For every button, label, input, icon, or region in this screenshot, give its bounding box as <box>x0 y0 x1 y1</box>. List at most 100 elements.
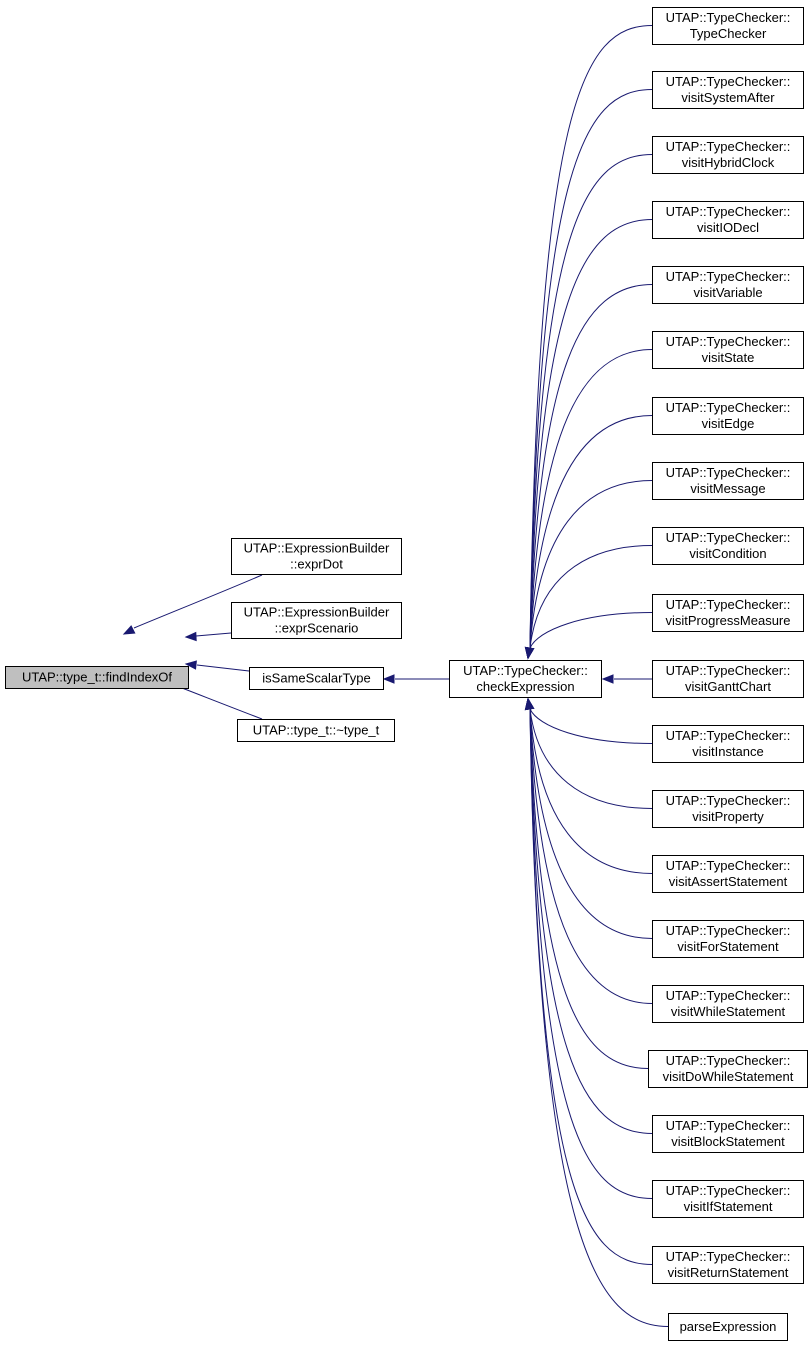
edge-visitHybridClock-to-checkExpression <box>529 154 653 649</box>
node-box <box>652 7 804 45</box>
node-box <box>449 660 602 698</box>
node-label: visitHybridClock <box>682 155 775 170</box>
edge-visitSystemAfter-to-checkExpression <box>529 89 653 649</box>
arrowhead-icon <box>382 674 395 684</box>
node-box <box>652 266 804 304</box>
node-visitState[interactable]: UTAP::TypeChecker::visitState <box>652 331 804 369</box>
arrowhead-icon <box>601 674 614 684</box>
edge-visitBlockStatement-to-checkExpression <box>529 708 653 1134</box>
node-label: isSameScalarType <box>262 671 370 686</box>
node-visitInstance[interactable]: UTAP::TypeChecker::visitInstance <box>652 725 804 763</box>
node-label: UTAP::TypeChecker:: <box>666 858 791 873</box>
edge-parseExpression-to-checkExpression <box>529 708 669 1327</box>
node-box <box>652 462 804 500</box>
node-label: visitSystemAfter <box>681 90 775 105</box>
node-box <box>231 602 402 639</box>
node-box <box>652 725 804 763</box>
node-visitDoWhileStatement[interactable]: UTAP::TypeChecker::visitDoWhileStatement <box>648 1050 808 1088</box>
edge-visitForStatement-to-checkExpression <box>529 708 653 939</box>
node-box <box>652 790 804 828</box>
node-visitEdge[interactable]: UTAP::TypeChecker::visitEdge <box>652 397 804 435</box>
node-label: visitAssertStatement <box>669 874 788 889</box>
node-box <box>5 666 189 689</box>
edge-visitState-to-checkExpression <box>529 349 653 649</box>
edge-visitDoWhileStatement-to-checkExpression <box>529 708 649 1069</box>
node-label: UTAP::ExpressionBuilder <box>244 605 390 620</box>
node-label: UTAP::TypeChecker:: <box>666 1249 791 1264</box>
node-label: visitReturnStatement <box>668 1265 789 1280</box>
node-visitBlockStatement[interactable]: UTAP::TypeChecker::visitBlockStatement <box>652 1115 804 1153</box>
node-exprScenario[interactable]: UTAP::ExpressionBuilder::exprScenario <box>231 602 402 639</box>
node-label: UTAP::TypeChecker:: <box>666 1183 791 1198</box>
node-box <box>231 538 402 575</box>
edge-visitEdge-to-checkExpression <box>529 415 653 649</box>
node-dtor[interactable]: UTAP::type_t::~type_t <box>237 719 395 742</box>
edge-exprDot-to-findIndexOf <box>133 574 263 629</box>
node-box <box>652 1115 804 1153</box>
node-box <box>652 1246 804 1284</box>
node-label: UTAP::type_t::~type_t <box>253 723 380 738</box>
node-label: visitEdge <box>702 416 755 431</box>
node-label: visitVariable <box>693 285 762 300</box>
node-visitWhileStatement[interactable]: UTAP::TypeChecker::visitWhileStatement <box>652 985 804 1023</box>
arrowhead-icon <box>524 697 535 711</box>
node-exprDot[interactable]: UTAP::ExpressionBuilder::exprDot <box>231 538 402 575</box>
edge-visitProperty-to-checkExpression <box>529 708 653 809</box>
node-box <box>652 331 804 369</box>
edge-visitInstance-to-checkExpression <box>529 708 653 744</box>
node-visitHybridClock[interactable]: UTAP::TypeChecker::visitHybridClock <box>652 136 804 174</box>
node-label: visitProgressMeasure <box>666 613 791 628</box>
node-label: visitBlockStatement <box>671 1134 785 1149</box>
node-box <box>652 1180 804 1218</box>
node-findIndexOf[interactable]: UTAP::type_t::findIndexOf <box>5 666 189 689</box>
node-visitSystemAfter[interactable]: UTAP::TypeChecker::visitSystemAfter <box>652 71 804 109</box>
node-parseExpression[interactable]: parseExpression <box>668 1313 788 1341</box>
node-visitProgressMeasure[interactable]: UTAP::TypeChecker::visitProgressMeasure <box>652 594 804 632</box>
arrowhead-icon <box>122 625 136 635</box>
node-checkExpression[interactable]: UTAP::TypeChecker::checkExpression <box>449 660 602 698</box>
node-visitMessage[interactable]: UTAP::TypeChecker::visitMessage <box>652 462 804 500</box>
node-label: UTAP::TypeChecker:: <box>666 988 791 1003</box>
node-box <box>652 985 804 1023</box>
node-label: visitForStatement <box>677 939 779 954</box>
node-visitIfStatement[interactable]: UTAP::TypeChecker::visitIfStatement <box>652 1180 804 1218</box>
node-label: UTAP::TypeChecker:: <box>666 530 791 545</box>
node-label: UTAP::TypeChecker:: <box>666 597 791 612</box>
node-label: UTAP::TypeChecker:: <box>666 10 791 25</box>
node-visitForStatement[interactable]: UTAP::TypeChecker::visitForStatement <box>652 920 804 958</box>
node-label: UTAP::TypeChecker:: <box>463 663 588 678</box>
node-label: UTAP::TypeChecker:: <box>666 728 791 743</box>
node-visitVariable[interactable]: UTAP::TypeChecker::visitVariable <box>652 266 804 304</box>
node-visitIODecl[interactable]: UTAP::TypeChecker::visitIODecl <box>652 201 804 239</box>
arrowhead-icon <box>184 631 197 642</box>
node-label: UTAP::TypeChecker:: <box>666 1118 791 1133</box>
node-label: UTAP::TypeChecker:: <box>666 400 791 415</box>
node-box <box>652 594 804 632</box>
nodes-layer: UTAP::type_t::findIndexOf UTAP::Expressio… <box>5 7 808 1341</box>
node-label: UTAP::TypeChecker:: <box>666 663 791 678</box>
node-label: visitState <box>702 350 755 365</box>
node-label: checkExpression <box>476 679 574 694</box>
node-box <box>652 920 804 958</box>
node-box <box>652 201 804 239</box>
node-box <box>652 660 804 698</box>
node-visitProperty[interactable]: UTAP::TypeChecker::visitProperty <box>652 790 804 828</box>
node-isSameScalarType[interactable]: isSameScalarType <box>249 667 384 690</box>
node-label: UTAP::TypeChecker:: <box>666 334 791 349</box>
node-label: UTAP::TypeChecker:: <box>666 74 791 89</box>
node-label: ::exprScenario <box>275 621 359 636</box>
node-box <box>237 719 395 742</box>
node-label: UTAP::TypeChecker:: <box>666 204 791 219</box>
node-TypeChecker[interactable]: UTAP::TypeChecker::TypeChecker <box>652 7 804 45</box>
node-visitCondition[interactable]: UTAP::TypeChecker::visitCondition <box>652 527 804 565</box>
node-label: UTAP::TypeChecker:: <box>666 139 791 154</box>
node-visitReturnStatement[interactable]: UTAP::TypeChecker::visitReturnStatement <box>652 1246 804 1284</box>
edge-visitMessage-to-checkExpression <box>529 480 653 649</box>
node-label: visitIODecl <box>697 220 759 235</box>
node-box <box>249 667 384 690</box>
node-visitGanttChart[interactable]: UTAP::TypeChecker::visitGanttChart <box>652 660 804 698</box>
node-label: UTAP::TypeChecker:: <box>666 465 791 480</box>
node-visitAssertStatement[interactable]: UTAP::TypeChecker::visitAssertStatement <box>652 855 804 893</box>
edge-isSameScalarType-to-findIndexOf <box>196 664 250 672</box>
